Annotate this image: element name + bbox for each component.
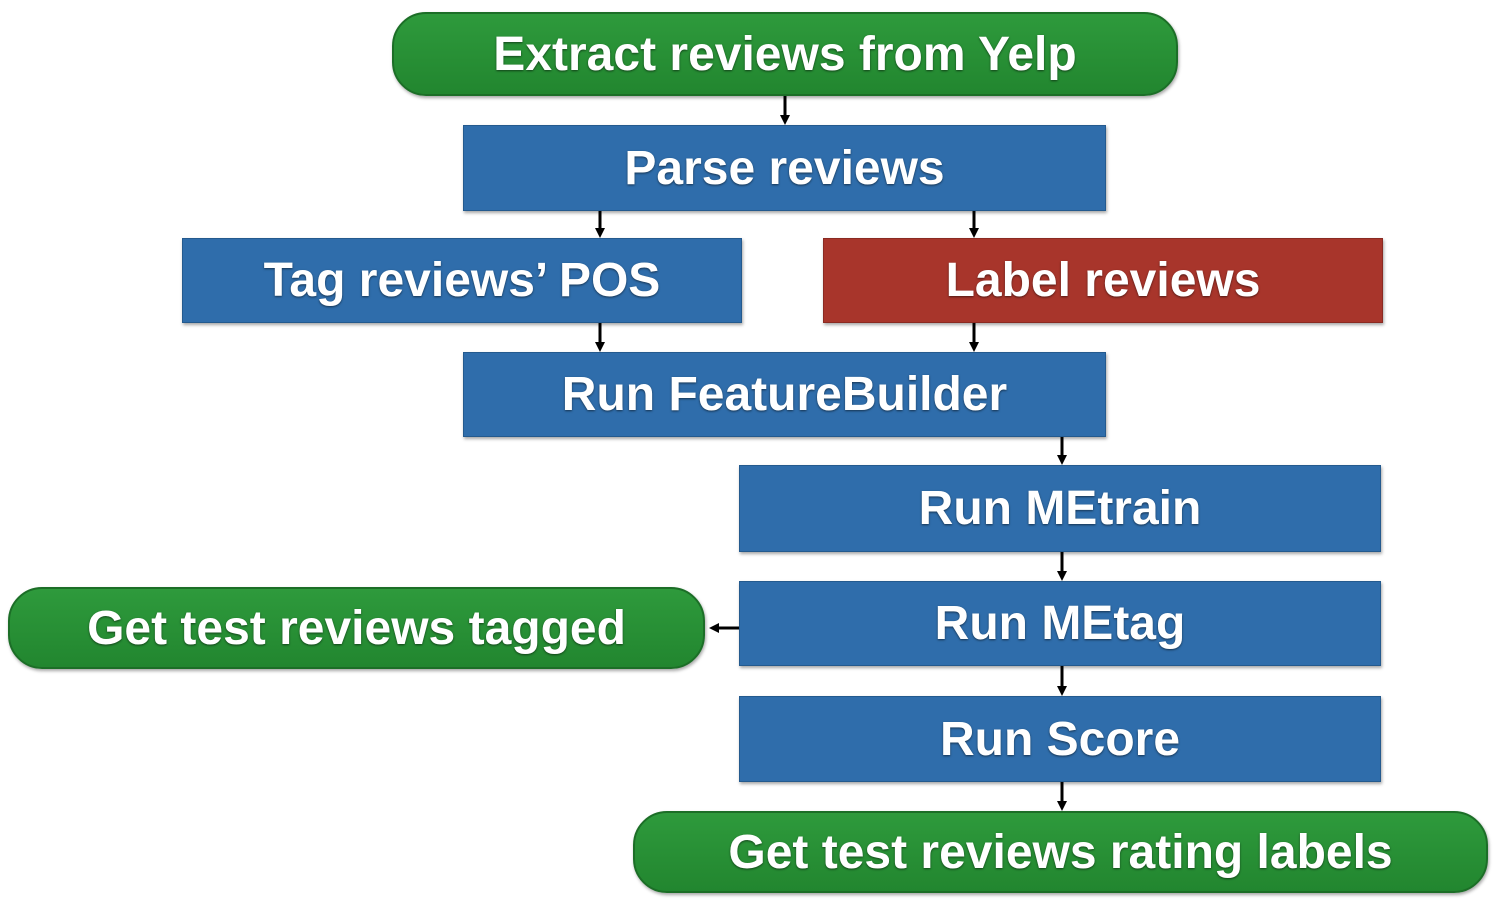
node-run-score: Run Score — [739, 696, 1381, 782]
node-run-metag: Run MEtag — [739, 581, 1381, 666]
node-parse-reviews-label: Parse reviews — [624, 141, 945, 195]
node-label-reviews: Label reviews — [823, 238, 1383, 323]
node-label-reviews-label: Label reviews — [945, 254, 1261, 307]
node-get-test-reviews-tagged-label: Get test reviews tagged — [87, 601, 626, 655]
node-extract-reviews-label: Extract reviews from Yelp — [493, 27, 1077, 81]
node-extract-reviews: Extract reviews from Yelp — [392, 12, 1178, 96]
node-tag-reviews-pos: Tag reviews’ POS — [182, 238, 742, 323]
node-run-metrain-label: Run MEtrain — [918, 482, 1202, 535]
node-run-featurebuilder: Run FeatureBuilder — [463, 352, 1106, 437]
node-run-score-label: Run Score — [939, 712, 1181, 766]
node-run-featurebuilder-label: Run FeatureBuilder — [561, 368, 1008, 421]
node-get-test-reviews-rating-labels: Get test reviews rating labels — [633, 811, 1488, 893]
node-tag-reviews-pos-label: Tag reviews’ POS — [263, 254, 661, 307]
node-run-metrain: Run MEtrain — [739, 465, 1381, 552]
node-get-test-reviews-rating-labels-label: Get test reviews rating labels — [728, 825, 1393, 879]
node-get-test-reviews-tagged: Get test reviews tagged — [8, 587, 705, 669]
node-run-metag-label: Run MEtag — [934, 597, 1186, 650]
node-parse-reviews: Parse reviews — [463, 125, 1106, 211]
